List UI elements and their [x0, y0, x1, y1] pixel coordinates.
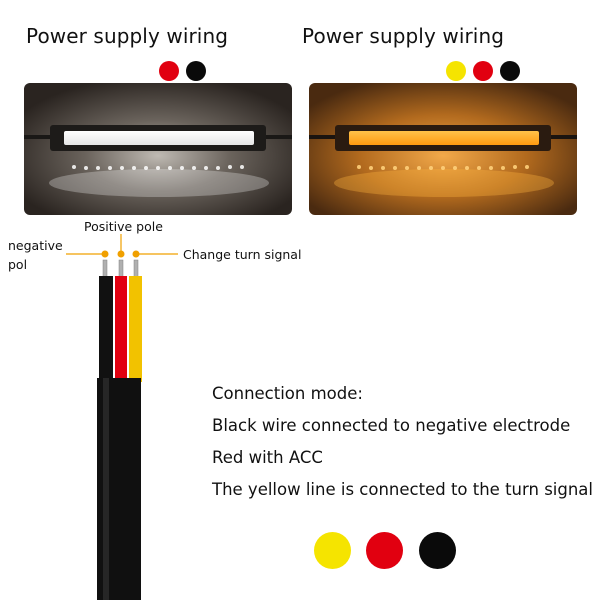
yellow-wire: [129, 276, 142, 382]
right-panel-title: Power supply wiring: [302, 24, 505, 48]
black-dot-right: [500, 61, 520, 81]
negative-label-line2: pol: [8, 257, 28, 272]
red-dot-left: [159, 61, 179, 81]
red-dot-right: [473, 61, 493, 81]
label-leader-lines: [66, 234, 178, 255]
cable-sheath: [97, 378, 141, 600]
white-led-photo: [24, 83, 292, 215]
amber-led-photo: [309, 83, 577, 215]
red-wire: [115, 276, 127, 382]
black-wire: [99, 276, 113, 382]
positive-terminal-marker: [117, 250, 125, 258]
positive-label: Positive pole: [84, 219, 163, 234]
left-panel-title: Power supply wiring: [26, 24, 229, 48]
negative-terminal-marker: [101, 250, 109, 258]
turn-signal-label: Change turn signal: [183, 247, 302, 262]
wire-tips: [102, 259, 139, 279]
negative-label-line1: negative: [8, 238, 63, 253]
black-dot-left: [186, 61, 206, 81]
red-dot-bottom: [366, 532, 403, 569]
black-dot-bottom: [419, 532, 456, 569]
connection-line-red: Red with ACC: [212, 448, 323, 467]
yellow-dot-right: [446, 61, 466, 81]
connection-line-yellow: The yellow line is connected to the turn…: [212, 480, 594, 499]
yellow-dot-bottom: [314, 532, 351, 569]
connection-line-black: Black wire connected to negative electro…: [212, 416, 571, 435]
connection-title: Connection mode:: [212, 384, 363, 403]
turn-terminal-marker: [132, 250, 140, 258]
terminal-markers: [101, 250, 140, 258]
